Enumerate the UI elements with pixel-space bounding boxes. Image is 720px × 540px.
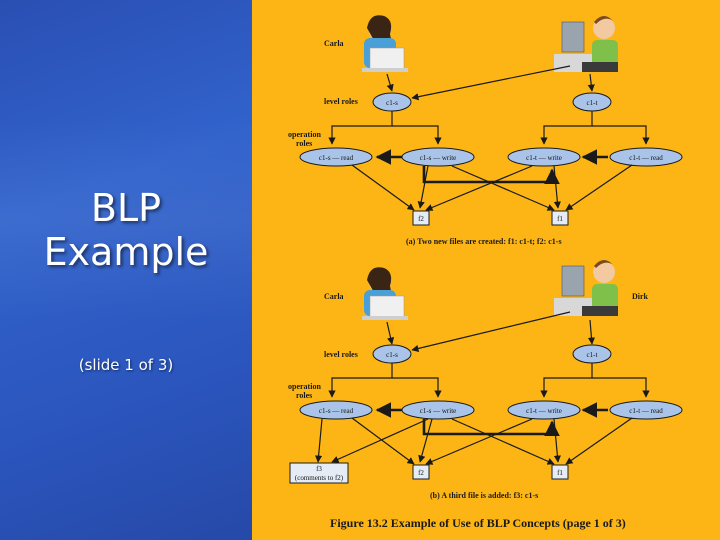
dirk-label: Dirk xyxy=(632,292,649,301)
svg-text:c1-t: c1-t xyxy=(587,351,598,359)
svg-text:f2: f2 xyxy=(418,215,424,223)
svg-text:c1-t — write: c1-t — write xyxy=(526,407,562,415)
figure-caption: Figure 13.2 Example of Use of BLP Concep… xyxy=(330,516,626,530)
dirk-user-icon xyxy=(554,260,618,316)
svg-text:c1-s: c1-s xyxy=(386,351,398,359)
svg-text:c1-s — read: c1-s — read xyxy=(319,407,354,415)
dirk-user-icon xyxy=(554,16,618,72)
op-role-c1-t-write xyxy=(507,147,581,167)
carla-label: Carla xyxy=(324,292,344,301)
title-panel xyxy=(0,0,252,540)
svg-text:c1-s — write: c1-s — write xyxy=(420,407,457,415)
op-role-c1-s-read xyxy=(299,400,373,420)
file-f2-box xyxy=(412,464,430,480)
op-role-c1-t-read xyxy=(609,400,683,420)
carla-user-icon xyxy=(362,267,408,320)
op-role-c1-t-read xyxy=(609,147,683,167)
figure-panel xyxy=(252,0,720,540)
carla-user-icon xyxy=(362,15,408,72)
file-f1-box xyxy=(551,464,569,480)
panel-b-caption: (b) A third file is added: f3: c1-s xyxy=(430,491,538,500)
svg-text:c1-s — write: c1-s — write xyxy=(420,154,457,162)
svg-text:c1-t — read: c1-t — read xyxy=(629,154,663,162)
svg-text:c1-t — read: c1-t — read xyxy=(629,407,663,415)
operation-roles-label-1: operation xyxy=(288,130,321,139)
slide-subtitle: (slide 1 of 3) xyxy=(78,356,174,374)
slide-title-line1: BLP xyxy=(90,186,162,230)
level-roles-label: level roles xyxy=(324,97,358,106)
svg-text:(comments to f2): (comments to f2) xyxy=(295,474,344,482)
svg-text:f1: f1 xyxy=(557,215,563,223)
panel-a-caption: (a) Two new files are created: f1: c1-t;… xyxy=(406,237,562,246)
carla-label: Carla xyxy=(324,39,344,48)
op-role-c1-t-write xyxy=(507,400,581,420)
panel-a: Carla level roles operation roles c1-s c… xyxy=(288,15,683,246)
level-roles-label: level roles xyxy=(324,350,358,359)
operation-roles-label-2: roles xyxy=(296,139,312,148)
svg-text:c1-s — read: c1-s — read xyxy=(319,154,354,162)
svg-text:f3: f3 xyxy=(316,465,322,473)
operation-roles-label-1: operation xyxy=(288,382,321,391)
panel-b: Carla Dirk level roles operation roles c… xyxy=(288,260,683,500)
svg-text:c1-s: c1-s xyxy=(386,99,398,107)
svg-text:f1: f1 xyxy=(557,469,563,477)
op-role-c1-s-read xyxy=(299,147,373,167)
file-f1-box xyxy=(551,210,569,226)
blp-figure: Carla level roles operation roles c1-s c… xyxy=(288,15,683,530)
file-f2-box xyxy=(412,210,430,226)
slide-title-line2: Example xyxy=(43,230,209,274)
file-f3-box xyxy=(289,462,349,484)
svg-text:c1-t: c1-t xyxy=(587,99,598,107)
svg-text:f2: f2 xyxy=(418,469,424,477)
operation-roles-label-2: roles xyxy=(296,391,312,400)
slide-title: BLP Example xyxy=(0,186,252,274)
svg-text:c1-t — write: c1-t — write xyxy=(526,154,562,162)
